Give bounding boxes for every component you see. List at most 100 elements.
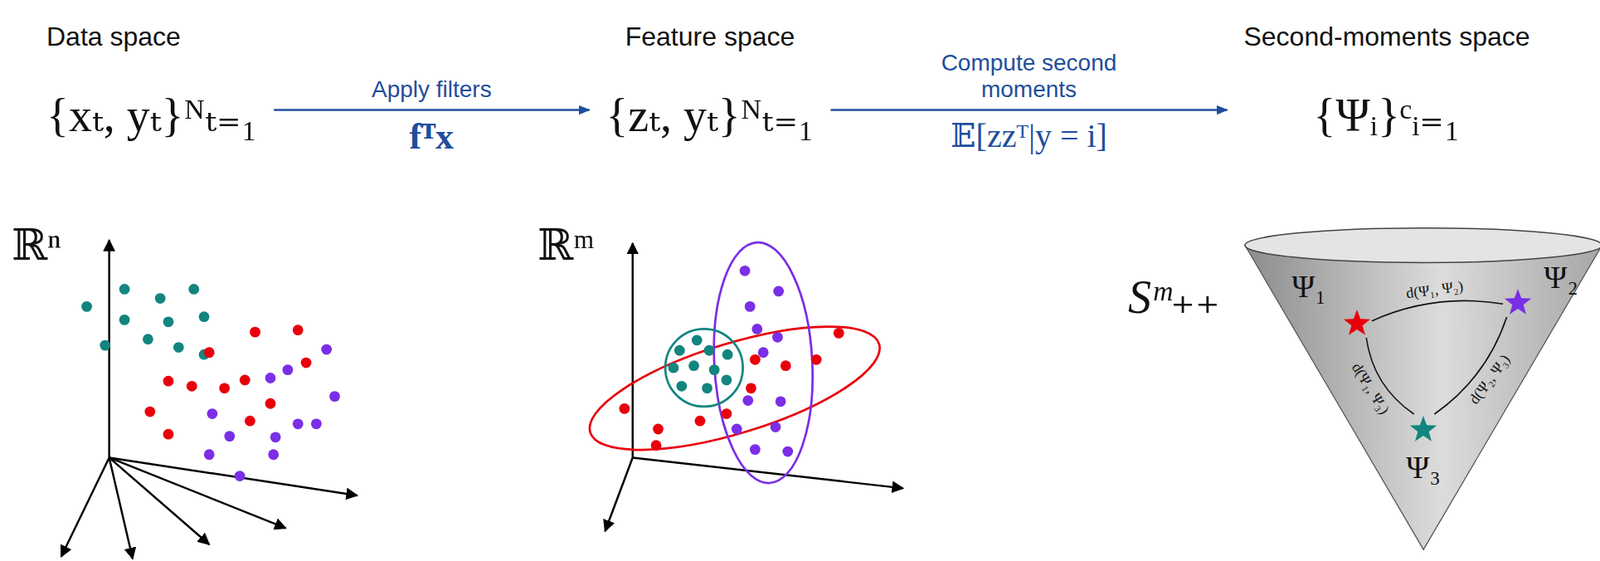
class-ellipse (577, 301, 893, 476)
data-point (239, 374, 251, 386)
axis (605, 457, 633, 531)
class-centroid: Ψ₁ (1342, 307, 1372, 338)
data-point (81, 301, 93, 312)
data-point (282, 364, 294, 375)
axis (632, 243, 634, 458)
axis (109, 457, 133, 559)
data-point (155, 292, 166, 304)
data-point (651, 439, 662, 451)
distance-label: d(Ψ₂, Ψ₃) (1465, 351, 1513, 408)
data-point (744, 301, 756, 312)
set-expression: {zₜ, yₜ}ᴺₜ₌₁ (605, 88, 814, 142)
space-symbol: Sᵐ₊₊ (1128, 272, 1220, 322)
distance-label: d(Ψ₁, Ψ₂) (1405, 277, 1464, 302)
data-point (691, 335, 703, 346)
data-point (163, 316, 175, 327)
space-heading: Data space (46, 21, 181, 53)
data-point (301, 357, 312, 369)
data-point (751, 323, 763, 335)
data-point (721, 408, 733, 419)
flow-arrow (273, 108, 589, 112)
data-point (292, 324, 304, 336)
axis (109, 457, 210, 545)
axis (61, 457, 110, 556)
space-symbol: ℝⁿ (11, 220, 62, 271)
stage-group: Data space{xₜ, yₜ}ᴺₜ₌₁ (29, 21, 274, 142)
data-axes (61, 239, 358, 559)
star-marker (1342, 307, 1372, 338)
data-point (772, 331, 783, 343)
star-marker (1408, 413, 1439, 444)
class-centroid: Ψ₃ (1408, 413, 1439, 444)
data-point (782, 446, 793, 458)
data-point (270, 431, 282, 443)
spd-cone (1244, 228, 1600, 550)
data-point (722, 349, 734, 360)
data-point (142, 333, 154, 345)
space-symbol: ℝᵐ (537, 220, 595, 271)
star-shape (1343, 309, 1371, 336)
data-point (188, 283, 200, 295)
data-points (81, 265, 844, 482)
data-point (749, 443, 761, 455)
data-point (770, 421, 782, 433)
data-point (745, 382, 757, 394)
operation-label: Apply filters (371, 76, 492, 103)
centroid-label: Ψ₁ (1291, 268, 1326, 304)
data-point (619, 403, 631, 414)
data-point (721, 374, 733, 386)
data-point (749, 354, 761, 365)
cone-body (1244, 245, 1600, 550)
data-point (695, 415, 706, 427)
centroid-label: Ψ₃ (1405, 449, 1440, 485)
data-point (675, 380, 687, 392)
data-point (775, 395, 787, 407)
axis (109, 457, 287, 528)
star-shape (1410, 415, 1437, 442)
data-point (731, 423, 743, 435)
data-point (249, 326, 261, 338)
data-point (119, 314, 131, 326)
distance-label: d(Ψ₁, Ψ₃) (1348, 359, 1394, 417)
data-point (780, 359, 792, 371)
filter-expression: fᵀx (409, 116, 455, 158)
distance-curve (1371, 300, 1503, 321)
stage-group: Feature space {zₜ, yₜ}ᴺₜ₌₁ (588, 21, 831, 142)
data-point (833, 327, 845, 339)
class-circle (665, 328, 743, 406)
class-ellipses (577, 239, 893, 486)
data-point (742, 394, 754, 406)
data-point (223, 430, 235, 442)
expectation-expression: 𝔼[zzᵀ|y = i] (950, 116, 1108, 156)
data-point (267, 448, 279, 460)
data-point (758, 346, 769, 358)
data-point (204, 448, 215, 460)
data-point (329, 390, 341, 402)
data-point (99, 340, 111, 351)
data-point (652, 423, 664, 435)
star-shape (1504, 288, 1532, 315)
cone-rim (1244, 228, 1600, 263)
data-point (709, 364, 720, 375)
data-point (292, 418, 304, 429)
class-centroid: Ψ₂ (1502, 286, 1533, 317)
data-point (244, 415, 256, 427)
space-heading: Second-moments space (1243, 21, 1530, 53)
space-heading: Feature space (625, 21, 796, 53)
data-point (674, 345, 686, 356)
flow-arrow (831, 108, 1228, 112)
data-point (265, 398, 277, 409)
data-point (704, 345, 715, 356)
data-point (199, 311, 210, 322)
data-point (701, 382, 713, 394)
class-ellipse (708, 239, 819, 486)
data-point (773, 286, 784, 297)
operation-label: Compute second moments (924, 49, 1133, 103)
set-expression: {Ψᵢ}ᶜᵢ₌₁ (1313, 88, 1461, 142)
feature-axes (605, 243, 904, 531)
data-point (320, 344, 332, 356)
data-point (204, 346, 215, 358)
data-point (206, 408, 218, 419)
